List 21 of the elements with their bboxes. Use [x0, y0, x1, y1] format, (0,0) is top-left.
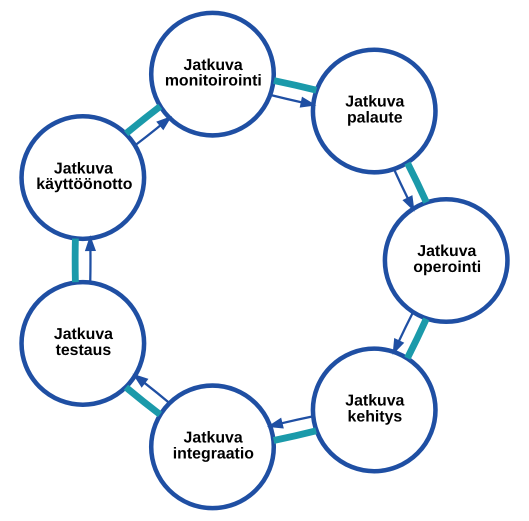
- arrow: [267, 415, 314, 428]
- arrow: [132, 374, 170, 404]
- node-circle: Jatkuva palaute: [310, 48, 438, 175]
- connector: [404, 162, 430, 204]
- connector: [72, 238, 79, 282]
- connector: [273, 77, 318, 94]
- connector: [124, 384, 162, 418]
- arrow: [270, 94, 316, 108]
- node-circle: Jatkuva monitoirointi: [148, 10, 276, 138]
- node-circle: Jatkuva integraatio: [148, 383, 276, 510]
- arrow: [134, 116, 172, 146]
- node-circle: Jatkuva operointi: [382, 196, 510, 324]
- connector: [404, 318, 430, 360]
- arrow: [393, 169, 415, 212]
- node-circle: Jatkuva käyttöönotto: [19, 114, 146, 242]
- arrow: [84, 235, 96, 282]
- connector: [124, 104, 162, 136]
- connector: [272, 428, 317, 444]
- node-circle: Jatkuva kehitys: [310, 346, 438, 474]
- node-circle: Jatkuva testaus: [19, 280, 146, 407]
- arrow: [392, 312, 414, 355]
